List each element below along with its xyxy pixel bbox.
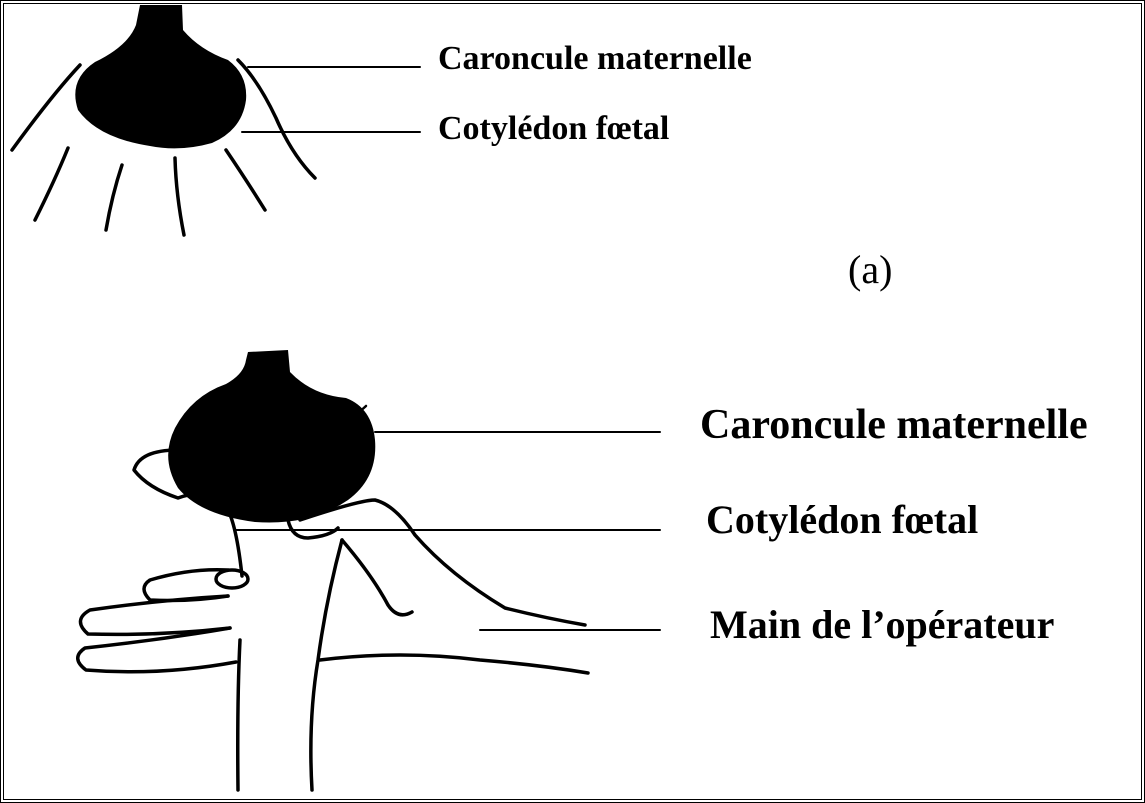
panel-a-membrane-right xyxy=(238,60,315,178)
panel-a-villus-1 xyxy=(35,148,68,220)
panel-a-label: (a) xyxy=(848,250,892,290)
panel-a-cotyledon-label: Cotylédon fœtal xyxy=(438,112,669,146)
panel-a-villus-2 xyxy=(106,165,122,230)
panel-b-cotyledon-label: Cotylédon fœtal xyxy=(706,500,978,540)
panel-a-caruncle xyxy=(75,5,246,148)
panel-b-fingernail xyxy=(216,570,248,588)
panel-a-membrane-left xyxy=(12,65,80,150)
panel-b-finger-mid xyxy=(80,596,230,634)
panel-a-caroncule-label: Caroncule maternelle xyxy=(438,42,752,76)
panel-b-drawing xyxy=(78,350,660,790)
panel-b-caroncule-label: Caroncule maternelle xyxy=(700,404,1088,446)
panel-b-hand-upper xyxy=(300,500,585,625)
panel-b-caruncle xyxy=(168,350,375,523)
panel-b-hand-label: Main de l’opérateur xyxy=(710,605,1054,645)
panel-b-hand-lower xyxy=(320,655,588,673)
panel-b-forearm-left xyxy=(238,640,240,790)
panel-a-villus-4 xyxy=(226,150,265,210)
panel-a-drawing xyxy=(12,5,420,235)
panel-b-knuckle-line xyxy=(342,540,412,615)
panel-a-villus-3 xyxy=(175,158,184,235)
panel-b-forearm-right xyxy=(311,540,342,790)
